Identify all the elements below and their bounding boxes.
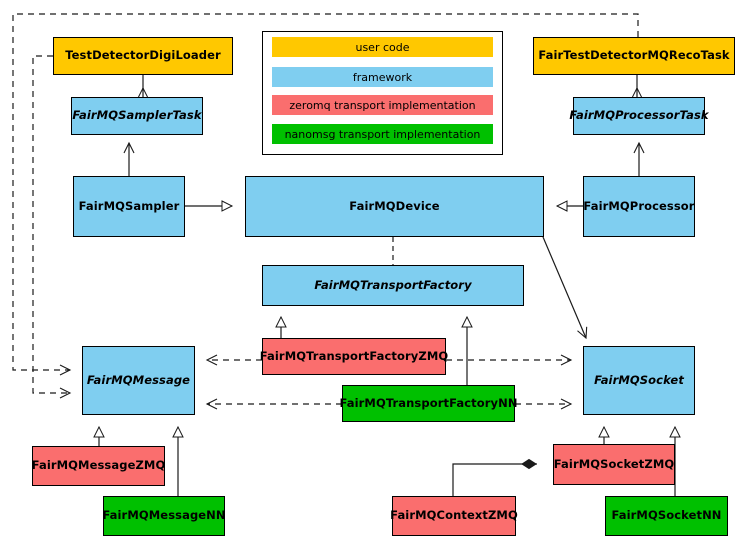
class-label: FairMQSamplerTask [72,108,202,123]
edge-digiloader-to-message [32,55,72,399]
class-node-fairmq-context-zmq[interactable]: FairMQContextZMQ [390,496,518,536]
legend-item-user-code: user code [272,37,493,57]
class-label: FairMQTransportFactory [314,277,472,292]
legend-item-zeromq: zeromq transport implementation [272,95,493,115]
legend-label-user-code: user code [355,40,410,54]
class-label: FairMQProcessor [583,198,695,213]
class-label: FairMQSocketZMQ [553,456,675,471]
legend-item-framework: framework [272,67,493,87]
class-node-fairmq-processor[interactable]: FairMQProcessor [583,176,695,237]
class-node-fairmq-transport-factory-nn[interactable]: FairMQTransportFactoryNN [339,385,518,422]
edge-device-to-socket [542,236,588,340]
class-node-fairmq-device[interactable]: FairMQDevice [245,176,544,237]
class-node-fairmq-transport-factory[interactable]: FairMQTransportFactory [262,265,524,306]
class-node-fair-test-detector-mq-reco-task[interactable]: FairTestDetectorMQRecoTask [533,37,735,75]
class-label: FairMQDevice [349,198,440,213]
class-node-fairmq-processor-task[interactable]: FairMQProcessorTask [569,97,709,135]
edge-recotask-to-message [12,13,639,376]
edge-contextzmq-to-socketzmq [452,458,537,496]
class-node-test-detector-digi-loader[interactable]: TestDetectorDigiLoader [53,37,233,75]
class-label: FairMQTransportFactoryZMQ [259,348,449,363]
legend-label-framework: framework [352,70,413,84]
class-label: FairMQTransportFactoryNN [339,395,518,410]
class-label: FairMQMessageZMQ [31,458,166,473]
class-label: FairMQContextZMQ [390,508,518,523]
class-label: FairMQSocketNN [611,508,722,523]
legend-label-zeromq: zeromq transport implementation [289,98,476,112]
class-label: FairTestDetectorMQRecoTask [538,48,730,63]
class-node-fairmq-message[interactable]: FairMQMessage [82,346,195,415]
class-label: FairMQMessage [86,372,191,387]
class-node-fairmq-transport-factory-zmq[interactable]: FairMQTransportFactoryZMQ [259,338,449,375]
class-node-fairmq-socket-zmq[interactable]: FairMQSocketZMQ [553,444,675,485]
legend-label-nanomsg: nanomsg transport implementation [284,127,481,141]
class-node-fairmq-sampler[interactable]: FairMQSampler [73,176,185,237]
class-label: FairMQMessageNN [102,508,226,523]
class-label: FairMQProcessorTask [569,108,709,123]
class-label: FairMQSocket [594,372,684,387]
legend-item-nanomsg: nanomsg transport implementation [272,124,493,144]
class-node-fairmq-socket[interactable]: FairMQSocket [583,346,695,415]
class-node-fairmq-socket-nn[interactable]: FairMQSocketNN [605,496,728,536]
class-label: TestDetectorDigiLoader [65,48,221,63]
class-node-fairmq-message-zmq[interactable]: FairMQMessageZMQ [32,446,165,486]
class-label: FairMQSampler [78,198,180,213]
class-node-fairmq-sampler-task[interactable]: FairMQSamplerTask [71,97,203,135]
class-node-fairmq-message-nn[interactable]: FairMQMessageNN [102,496,226,536]
